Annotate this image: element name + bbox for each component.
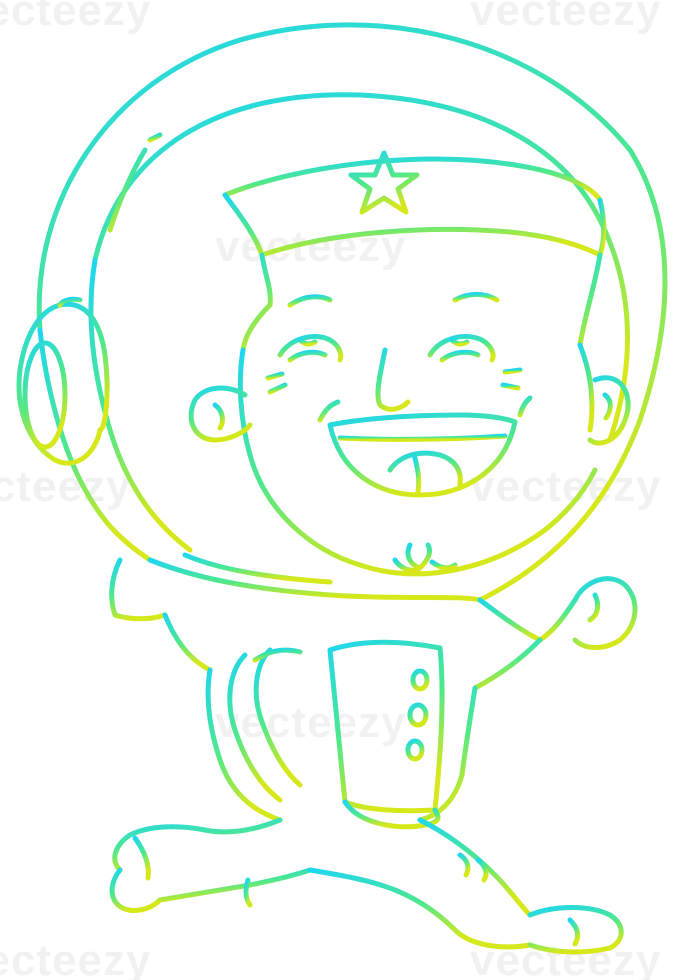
face-outline	[240, 252, 273, 353]
right-arm	[477, 597, 578, 643]
right-leg	[417, 817, 533, 918]
ear-piece	[16, 302, 103, 466]
ear-right	[587, 375, 631, 446]
nose	[375, 347, 411, 412]
panel-button-2	[407, 702, 429, 728]
right-eyebrow	[452, 291, 500, 303]
mouth	[327, 412, 518, 498]
tongue	[387, 450, 463, 488]
shoulder	[162, 612, 213, 673]
right-boot	[527, 905, 624, 955]
chest-panel	[327, 639, 445, 814]
ear	[188, 385, 253, 443]
panel-button-1	[410, 668, 430, 692]
star-icon	[348, 150, 420, 215]
left-eye	[277, 334, 344, 363]
air-tube	[227, 652, 283, 803]
fist	[572, 576, 638, 650]
right-eye	[427, 334, 496, 363]
helmet-visor-rim	[92, 92, 630, 443]
panel-button-3	[405, 738, 425, 762]
torso	[205, 667, 283, 823]
left-eyebrow	[287, 294, 333, 308]
visor-glare	[107, 147, 148, 233]
left-leg	[112, 817, 283, 873]
helmet-outline	[36, 22, 668, 603]
chin-stubble	[405, 542, 433, 571]
cap-band	[222, 156, 603, 203]
neck-ring	[147, 557, 483, 603]
